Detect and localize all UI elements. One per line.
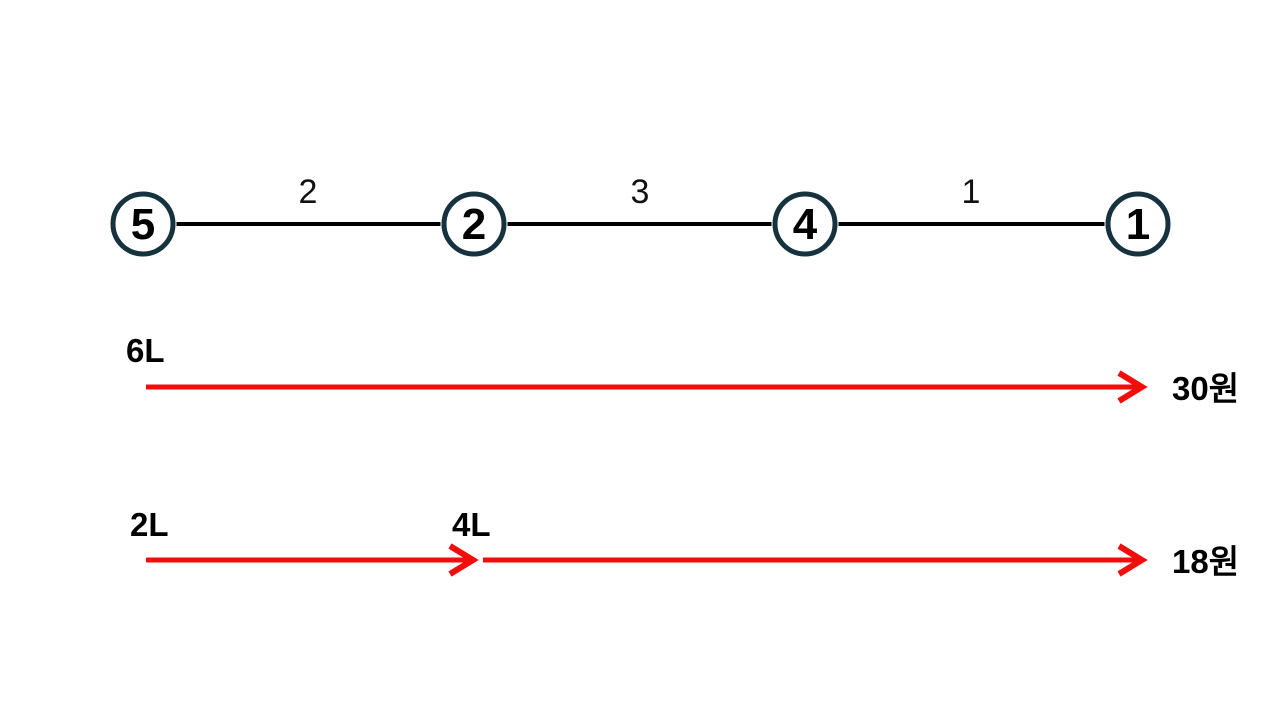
red-arrowhead-icon: [448, 543, 479, 577]
graph-node-2: [441, 191, 507, 257]
arrow-2-start-label: 2L: [130, 506, 169, 543]
arrow-2-end-label: 18원: [1172, 543, 1239, 580]
red-arrowhead-icon: [1117, 543, 1148, 577]
annotation-arrows-layer: 6L 30원 2L 4L 18원: [126, 332, 1239, 580]
graph-node-5: [110, 191, 176, 257]
graph-node-label: 4: [793, 200, 818, 249]
arrow-1-start-label: 6L: [126, 332, 165, 369]
edge-weight-label: 1: [962, 173, 981, 211]
graph-node-label: 1: [1126, 200, 1150, 249]
graph-nodes-layer: 5 2 4 1: [110, 191, 1171, 257]
graph-node-4: [772, 191, 838, 257]
edge-weight-label: 2: [299, 173, 318, 211]
arrow-1-end-label: 30원: [1172, 370, 1239, 407]
graph-node-label: 2: [462, 200, 486, 249]
graph-node-label: 5: [131, 200, 155, 249]
graph-edges-layer: 2 3 1: [176, 173, 1105, 226]
edge-weight-label: 3: [631, 173, 650, 211]
red-arrowhead-icon: [1117, 370, 1148, 404]
arrow-2-mid-label: 4L: [452, 506, 491, 543]
graph-node-1: [1105, 191, 1171, 257]
